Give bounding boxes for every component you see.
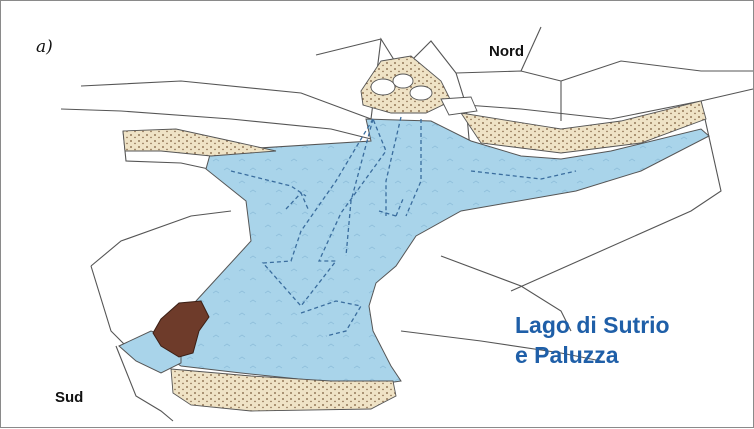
- panel-label: a): [36, 37, 53, 57]
- lake-name-line2: e Paluzza: [515, 340, 670, 370]
- lake-name-line1: Lago di Sutrio: [515, 310, 670, 340]
- lake-name-label: Lago di Sutrio e Paluzza: [515, 310, 670, 370]
- north-label: Nord: [489, 43, 524, 60]
- south-label: Sud: [55, 389, 83, 406]
